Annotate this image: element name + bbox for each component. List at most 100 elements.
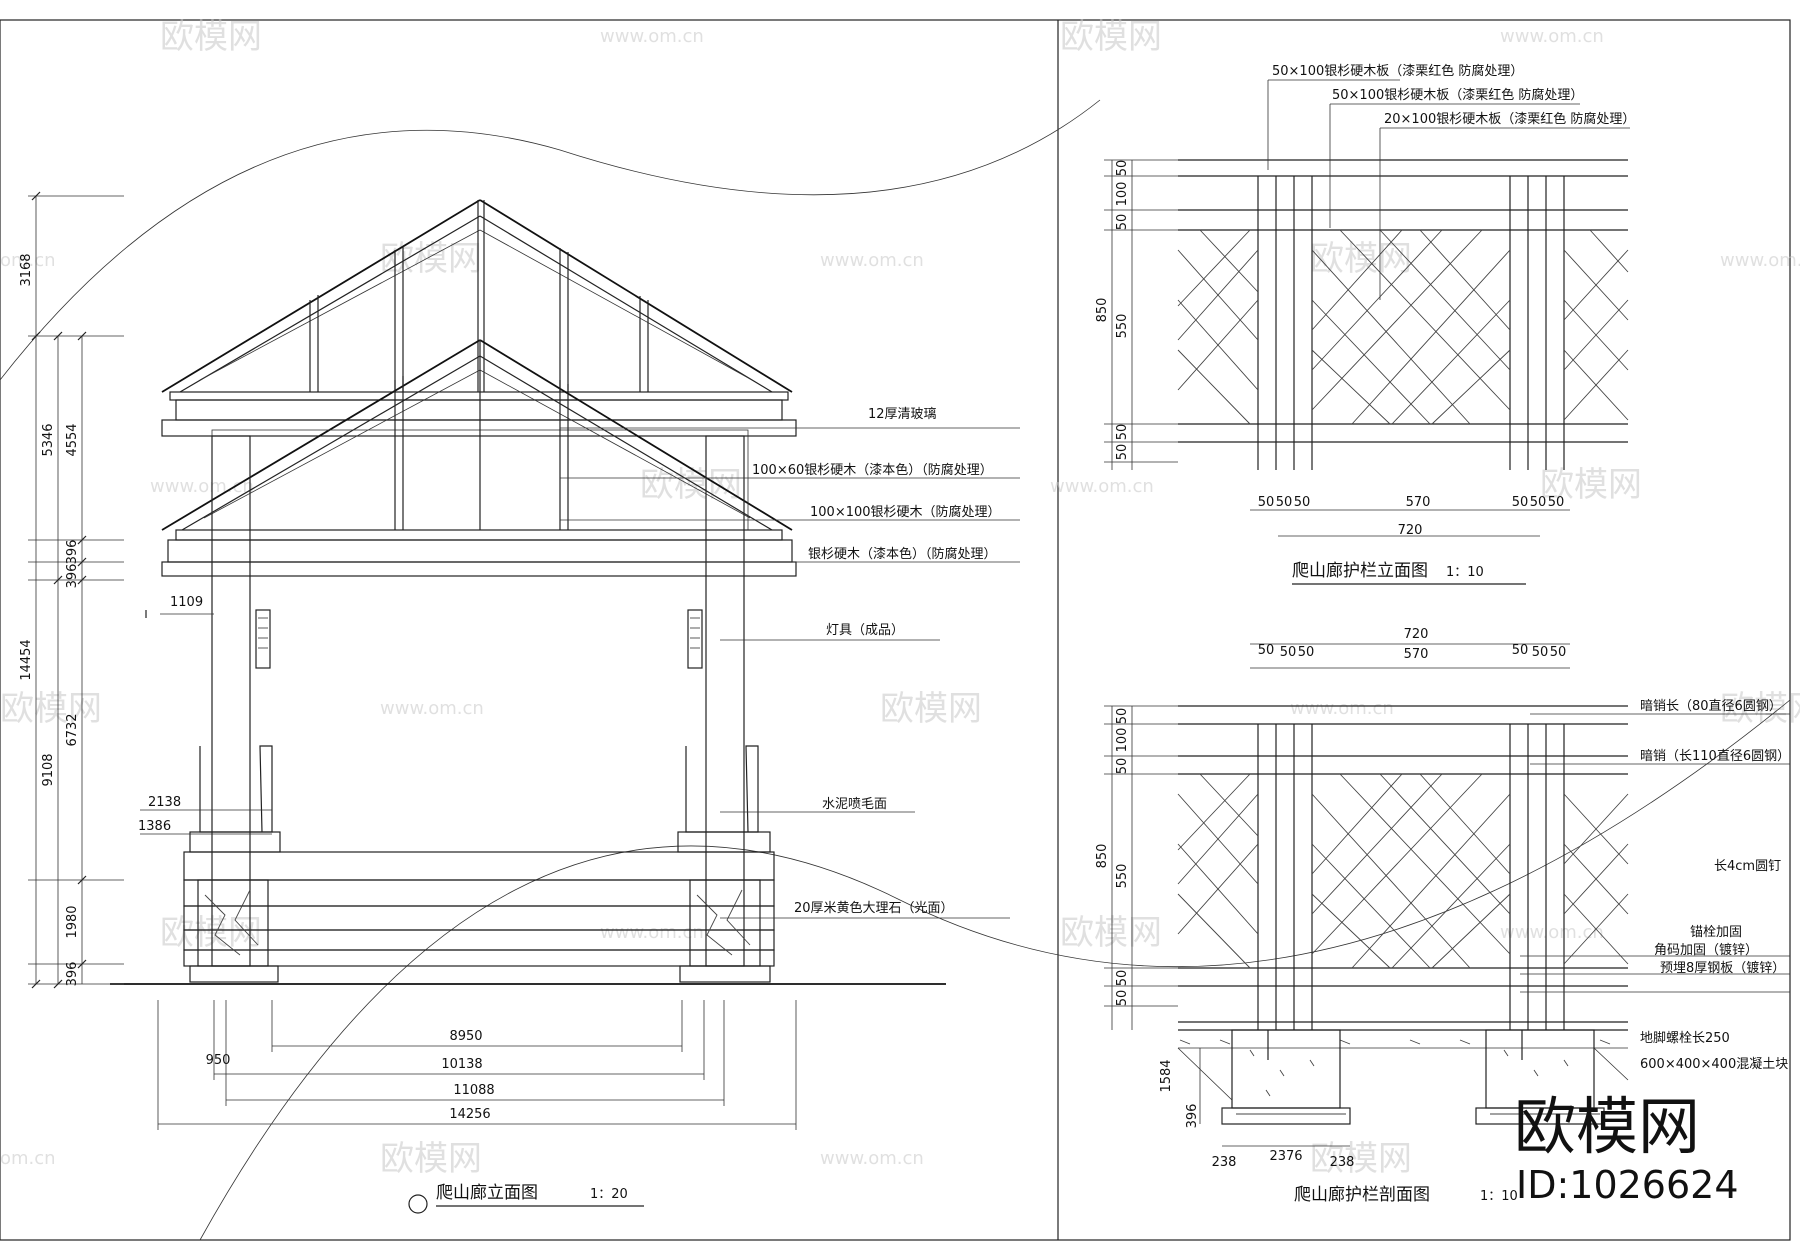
dim-50: 50 [1548,495,1565,510]
note-timber-100x100: 100×100银杉硬木（防腐处理） [810,504,1001,520]
watermark-site: www.om.cn [1720,250,1800,271]
section-note-dowel-110: 暗销（长110直径6圆钢） [1640,749,1790,764]
elevation-scale: 1：20 [590,1187,628,1202]
dim-1584: 1584 [1159,1059,1174,1092]
watermark-site: www.om.cn [1290,698,1394,719]
watermark-site: www.om.cn [600,26,704,47]
watermark-brand: 欧模网 [880,689,982,729]
dim-850: 850 [1095,844,1110,869]
dim-50: 50 [1115,708,1130,725]
section-marker-icon [408,1194,428,1214]
railing-elevation-scale: 1：10 [1446,565,1484,580]
dim-50: 50 [1298,645,1315,660]
note-timber-100x60: 100×60银杉硬木（漆本色）（防腐处理） [752,462,993,478]
dim-14454: 14454 [19,639,34,680]
section-note-dowel-80: 暗销长（80直径6圆钢） [1640,699,1782,714]
dim-50: 50 [1532,645,1549,660]
watermark-site: om.cn [0,250,56,271]
dim-238: 238 [1212,1155,1237,1170]
railing-note-lattice: 20×100银杉硬木板（漆栗红色 防腐处理） [1384,111,1635,127]
section-note-angle-bracket: 角码加固（镀锌） [1654,942,1758,958]
dim-550: 550 [1115,314,1130,339]
watermark-site: www.om.cn [150,476,254,497]
lower-roof [161,339,797,577]
dim-50: 50 [1280,645,1297,660]
dim-50: 50 [1512,495,1529,510]
watermark-brand: 欧模网 [160,17,262,57]
pavilion-elevation: 12厚清玻璃 100×60银杉硬木（漆本色）（防腐处理） 100×100银杉硬木… [19,191,1020,1214]
section-lattice [1177,773,1629,969]
watermark-logo-text: 欧模网 [1514,1090,1700,1163]
dim-6732: 6732 [65,713,80,746]
dim-50: 50 [1115,990,1130,1007]
watermark-site: www.om.cn [1500,922,1604,943]
dim-850: 850 [1095,298,1110,323]
dim-50: 50 [1258,495,1275,510]
section-note-anchor-bolt: 锚栓加固 [1690,925,1742,940]
dim-50: 50 [1115,424,1130,441]
watermark-brand: 欧模网 [1310,1139,1412,1179]
dim-1109: 1109 [170,595,203,610]
dim-550: 550 [1115,864,1130,889]
railing-section-scale: 1：10 [1480,1189,1518,1204]
railing-section: 720 50 50 50 570 50 50 50 [1095,627,1790,1205]
watermark-site: www.om.cn [380,698,484,719]
dim-4554: 4554 [65,423,80,456]
pavilion-plinth [110,851,946,985]
note-lamp: 灯具（成品） [826,623,904,638]
elevation-leaders [560,427,1020,919]
elevation-title: 爬山廊立面图 [436,1183,538,1203]
watermark-id: ID:1026624 [1516,1163,1739,1207]
watermark-site: om.cn [0,1148,56,1169]
railing-section-title: 爬山廊护栏剖面图 [1294,1185,1430,1205]
dim-396: 396 [65,564,80,589]
dim-10138: 10138 [441,1057,482,1072]
dim-50: 50 [1115,444,1130,461]
dim-100: 100 [1115,728,1130,753]
section-note-nail: 长4cm圆钉 [1714,859,1781,874]
note-marble: 20厚米黄色大理石（光面） [794,900,954,916]
dim-50: 50 [1258,643,1275,658]
dim-396: 396 [1185,1104,1200,1129]
watermark-arc [199,699,1791,1241]
railing-elevation-title: 爬山廊护栏立面图 [1292,561,1428,581]
section-note-foot-bolt: 地脚螺栓长250 [1640,1030,1730,1046]
railing-note-handrail: 50×100银杉硬木板（漆栗红色 防腐处理） [1272,63,1523,79]
railing-lattice [1177,229,1629,425]
watermark-site: www.om.cn [600,922,704,943]
elevation-dims-bottom [157,1000,797,1130]
sheet-border [0,19,1791,1241]
watermark-brand: 欧模网 [380,239,482,279]
dim-396: 396 [65,540,80,565]
section-note-concrete-block: 600×400×400混凝土块 [1640,1056,1788,1072]
note-timber-natural: 银杉硬木（漆本色）（防腐处理） [808,546,997,562]
dim-2138: 2138 [148,795,181,810]
watermark-brand: 欧模网 [1310,239,1412,279]
dim-720: 720 [1398,523,1423,538]
dim-50: 50 [1512,643,1529,658]
watermark-site: www.om.cn [1500,26,1604,47]
watermark-site: www.om.cn [1050,476,1154,497]
watermark-brand: 欧模网 [1540,465,1642,505]
dim-950: 950 [206,1053,231,1068]
dim-720: 720 [1404,627,1429,642]
watermark-site: www.om.cn [820,250,924,271]
dim-50: 50 [1115,758,1130,775]
dim-14256: 14256 [449,1107,490,1122]
watermark-layer: 欧模网 www.om.cn 欧模网 www.om.cn om.cn 欧模网 ww… [0,17,1800,1241]
dim-50: 50 [1115,970,1130,987]
railing-note-rail: 50×100银杉硬木板（漆栗红色 防腐处理） [1332,87,1583,103]
dim-396: 396 [65,962,80,987]
watermark-brand: 欧模网 [380,1139,482,1179]
dim-11088: 11088 [453,1083,494,1098]
elevation-dims-left [28,191,124,989]
dim-50: 50 [1550,645,1567,660]
watermark-brand: 欧模网 [0,689,102,729]
dim-50: 50 [1276,495,1293,510]
dim-570: 570 [1404,647,1429,662]
dim-50: 50 [1294,495,1311,510]
railing-elevation: 50×100银杉硬木板（漆栗红色 防腐处理） 50×100银杉硬木板（漆栗红色 … [1095,63,1635,585]
note-cement-finish: 水泥喷毛面 [822,797,887,812]
watermark-brand: 欧模网 [1060,913,1162,953]
dim-9108: 9108 [41,753,56,786]
